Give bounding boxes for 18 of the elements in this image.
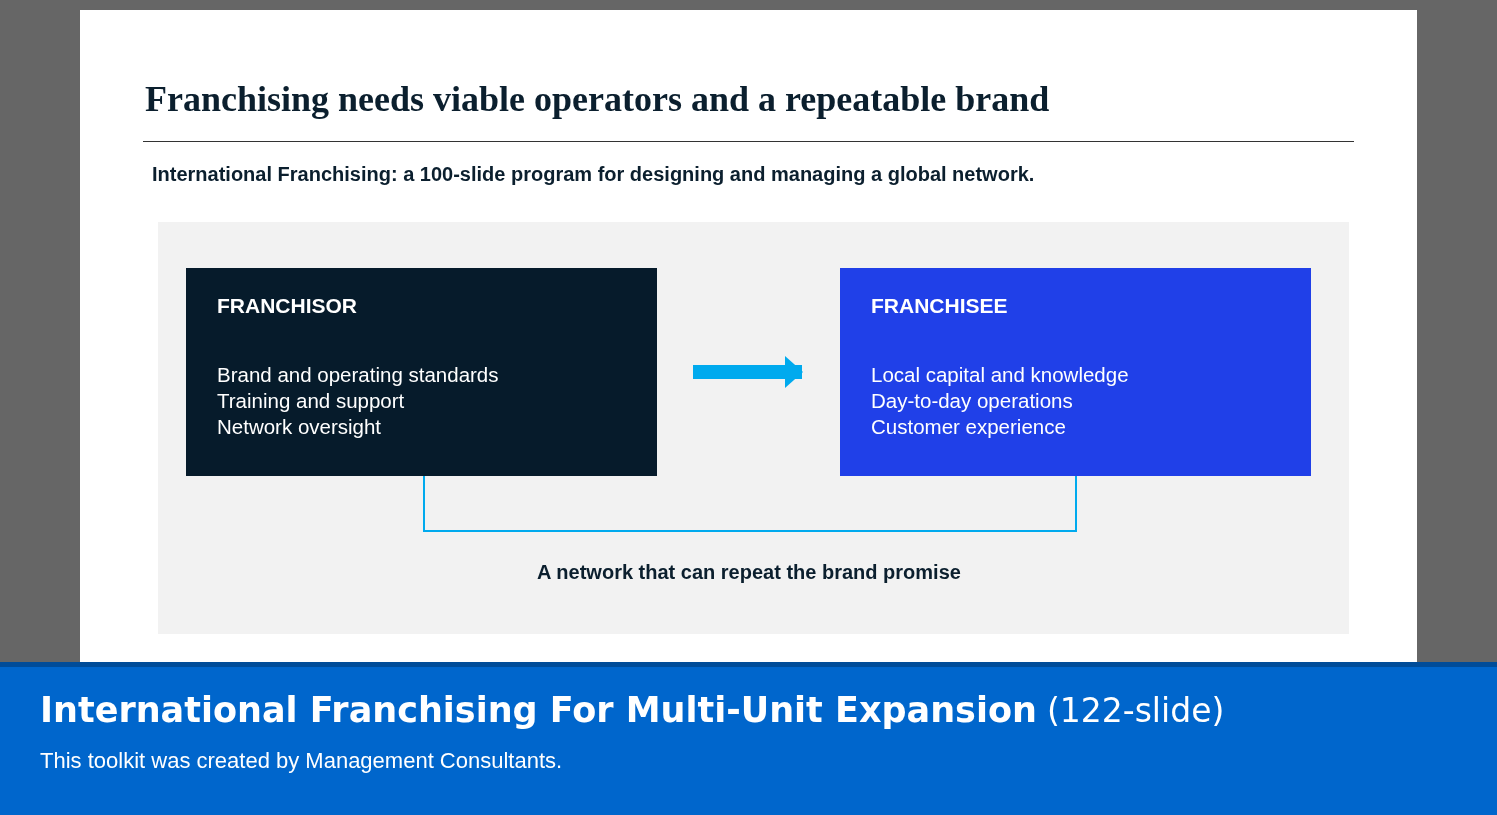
role-box <box>840 268 1311 476</box>
list-item: Network oversight <box>217 414 382 440</box>
box-heading: FRANCHISOR <box>217 294 357 318</box>
banner-note: (122-slide) <box>1046 691 1225 730</box>
list-item: Customer experience <box>871 414 1066 440</box>
bracket-caption: A network that can repeat the brand promise <box>537 561 961 584</box>
banner-subtitle: This toolkit was created by Management Consultants. <box>40 748 563 774</box>
subtitle: International Franchising: a 100-slide program for designing and managing a global network. <box>152 163 1035 186</box>
banner-title: International Franchising For Multi-Unit Expansion <box>40 690 1037 730</box>
box-heading: FRANCHISEE <box>871 294 1008 318</box>
role-box <box>186 268 657 476</box>
title: Franchising needs viable operators and a repeatable brand <box>145 78 1050 120</box>
list-item: Training and support <box>217 388 405 414</box>
arrow <box>693 356 803 388</box>
bracket-connector <box>423 475 1077 532</box>
list-item: Day-to-day operations <box>871 388 1073 414</box>
list-item: Brand and operating standards <box>217 362 499 388</box>
list-item: Local capital and knowledge <box>871 362 1129 388</box>
